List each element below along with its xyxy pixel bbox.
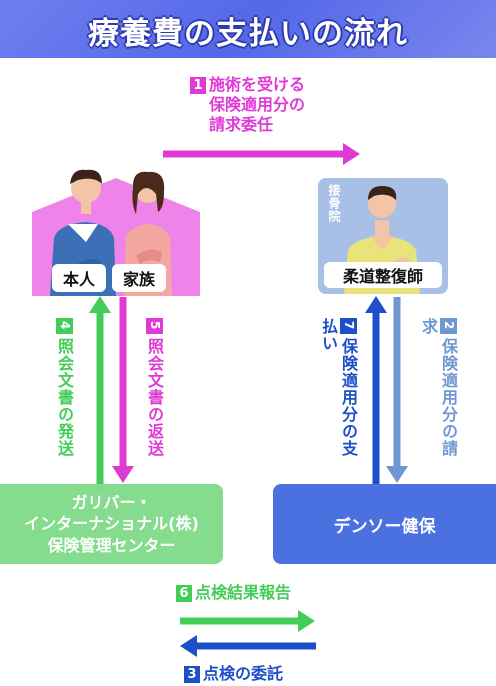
clinic-label: 接骨院 bbox=[327, 184, 341, 223]
patient-self-label: 本人 bbox=[52, 264, 106, 292]
step-5-label: 5 照会文書の返送 bbox=[144, 318, 164, 457]
arrow-step-7 bbox=[365, 296, 387, 484]
arrow-step-2 bbox=[386, 297, 408, 483]
arrow-step-3 bbox=[180, 635, 316, 657]
arrow-step-1 bbox=[163, 143, 360, 165]
step-4-number: 4 bbox=[56, 318, 73, 334]
denso-kenpo-box: デンソー健保 bbox=[273, 484, 496, 564]
step-2-text: 保険適用分の請求 bbox=[419, 318, 458, 457]
step-2-number: 2 bbox=[440, 318, 457, 334]
step-6-text: 点検結果報告 bbox=[195, 583, 292, 602]
step-4-text: 照会文書の発送 bbox=[55, 338, 74, 457]
patient-family-label: 家族 bbox=[112, 264, 166, 292]
step-1-line1: 施術を受ける bbox=[209, 75, 306, 94]
step-1-line3: 請求委任 bbox=[209, 115, 274, 134]
step-3-number: 3 bbox=[184, 666, 200, 683]
step-4-label: 4 照会文書の発送 bbox=[54, 318, 74, 457]
practitioner-box: 接骨院 柔道整復師 bbox=[318, 178, 448, 294]
step-3-text: 点検の委託 bbox=[203, 664, 284, 683]
arrow-step-5 bbox=[112, 297, 134, 483]
garibar-line1: ガリバー・ bbox=[71, 492, 152, 512]
garibar-center-box: ガリバー・ インターナショナル(株) 保険管理センター bbox=[0, 484, 223, 564]
step-6-number: 6 bbox=[176, 585, 192, 602]
step-7-label: 7保険適用分の支払い bbox=[314, 318, 358, 468]
arrow-step-4 bbox=[89, 296, 111, 484]
practitioner-label: 柔道整復師 bbox=[324, 262, 442, 288]
step-7-number: 7 bbox=[340, 318, 357, 334]
garibar-line2: インターナショナル(株) bbox=[24, 514, 199, 534]
step-5-text: 照会文書の返送 bbox=[145, 338, 164, 457]
garibar-line3: 保険管理センター bbox=[47, 535, 176, 555]
arrow-step-6 bbox=[180, 610, 315, 632]
step-5-number: 5 bbox=[146, 318, 163, 334]
step-2-label: 2保険適用分の請求 bbox=[414, 318, 458, 468]
denso-label: デンソー健保 bbox=[333, 516, 436, 537]
step-1-number: 1 bbox=[190, 77, 206, 94]
page-title: 療養費の支払いの流れ bbox=[88, 16, 408, 52]
header-banner: 療養費の支払いの流れ bbox=[0, 0, 496, 58]
patient-group: 本人 家族 bbox=[32, 158, 200, 298]
step-7-text: 保険適用分の支払い bbox=[319, 318, 358, 457]
step-1-line2: 保険適用分の bbox=[209, 95, 306, 114]
